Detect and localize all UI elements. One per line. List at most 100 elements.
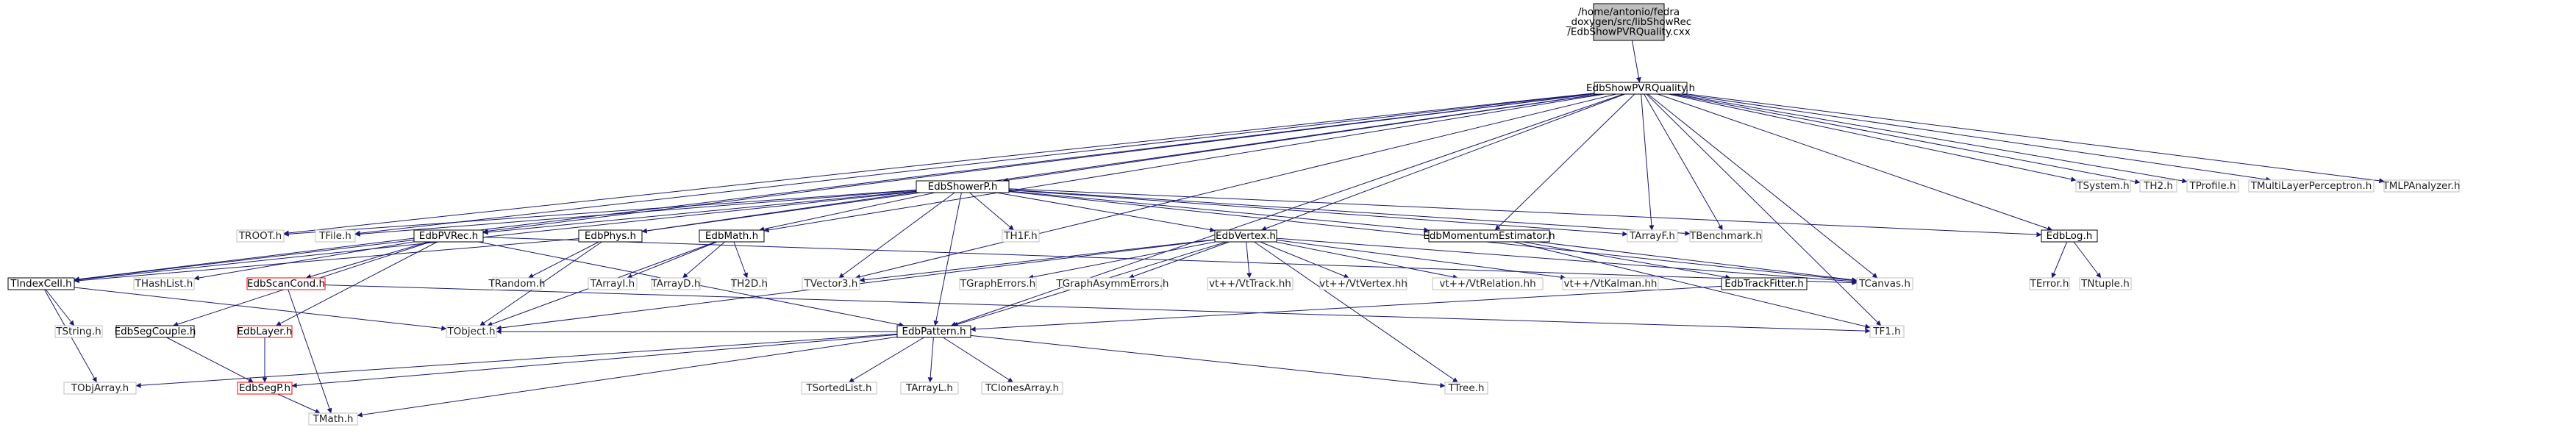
edge-vertex-to-tgrapherr <box>1028 241 1216 280</box>
edge-vertex-to-tgraphasym <box>1128 241 1230 279</box>
edge-showerp-to-math <box>759 192 935 232</box>
edge-pvrec-to-thashlist <box>193 241 415 281</box>
node-tgraphasym: TGraphAsymmErrors.h <box>1055 277 1169 290</box>
node-pattern[interactable]: EdbPattern.h <box>896 325 971 338</box>
edge-showpvrq-to-tfile <box>354 93 1595 236</box>
edge-segcouple-to-segp <box>166 337 254 383</box>
edge-showerp-to-log <box>1008 188 2042 237</box>
node-log[interactable]: EdbLog.h <box>2041 229 2098 243</box>
node-label: TObjArray.h <box>71 382 129 394</box>
node-tarrayf: TArrayF.h <box>1627 229 1678 243</box>
node-box <box>446 325 497 338</box>
node-scancond[interactable]: EdbScanCond.h <box>246 277 326 290</box>
node-segp[interactable]: EdbSegP.h <box>237 382 293 395</box>
node-label: TArrayI.h <box>590 278 635 290</box>
edge-showpvrq-to-math <box>763 93 1605 233</box>
node-pvrec[interactable]: EdbPVRec.h <box>413 229 484 243</box>
node-phys[interactable]: EdbPhys.h <box>578 229 643 243</box>
node-tcanvas: TCanvas.h <box>1856 277 1913 290</box>
edge-vertex-to-vtrel <box>1275 241 1458 280</box>
node-layer[interactable]: EdbLayer.h <box>237 325 293 338</box>
node-momest[interactable]: EdbMomentumEstimator.h <box>1423 229 1555 243</box>
node-label: TObject.h <box>446 326 495 337</box>
node-box <box>1432 277 1544 290</box>
node-label: TH1F.h <box>1003 230 1037 242</box>
node-box <box>237 382 293 395</box>
edge-showpvrq-to-tf1 <box>1646 93 1882 326</box>
node-terror: TError.h <box>2029 277 2070 290</box>
node-box <box>7 277 75 290</box>
node-vtvertex: vt++/VtVertex.hh <box>1319 277 1407 290</box>
node-tfile: TFile.h <box>315 229 356 243</box>
edge-showerp-to-tarrayf <box>1008 190 1628 237</box>
edge-showpvrq-to-tmlp <box>1680 93 2272 182</box>
node-tmlp: TMultiLayerPerceptron.h <box>2248 179 2375 193</box>
edge-scancond-to-tf1 <box>324 285 1871 334</box>
edge-showpvrq-to-tindexcell <box>74 93 1595 282</box>
node-box <box>2075 179 2131 193</box>
node-label: vt++/VtRelation.hh <box>1439 278 1535 290</box>
edge-pvrec-to-scancond <box>305 241 429 279</box>
node-box <box>63 382 137 395</box>
node-box <box>237 325 293 338</box>
edge-log-to-tntuple <box>2073 241 2102 279</box>
node-math[interactable]: EdbMath.h <box>699 229 765 243</box>
node-label: EdbLog.h <box>2047 230 2093 242</box>
node-label: TROOT.h <box>238 230 282 242</box>
node-box <box>651 277 701 290</box>
edge-showpvrq-to-log <box>1658 93 2053 232</box>
node-trackfitter[interactable]: EdbTrackFitter.h <box>1721 277 1808 290</box>
node-segcouple[interactable]: EdbSegCouple.h <box>115 325 196 338</box>
edge-showpvrq-to-tvector3 <box>854 93 1617 279</box>
node-box <box>959 277 1037 290</box>
edge-showerp-to-phys <box>641 192 921 234</box>
node-th2d: TH2D.h <box>730 277 768 290</box>
node-box <box>246 277 326 290</box>
node-box <box>981 382 1063 395</box>
node-tstring: TString.h <box>54 325 103 338</box>
node-label: vt++/VtKalman.hh <box>1563 278 1657 290</box>
edge-vertex-to-vttrack <box>1246 241 1252 279</box>
edge-tindexcell-to-tobject <box>74 287 447 331</box>
node-box <box>2139 179 2177 193</box>
node-label: TSortedList.h <box>805 382 871 394</box>
edge-root-to-showpvrq <box>1631 40 1641 83</box>
node-vertex[interactable]: EdbVertex.h <box>1214 229 1277 243</box>
edge-showerp-to-pattern <box>933 192 962 326</box>
node-label: TClonesArray.h <box>985 382 1059 394</box>
node-tf1: TF1.h <box>1869 325 1905 338</box>
node-label: EdbSegCouple.h <box>115 326 196 337</box>
edge-showpvrq-to-pvrec <box>482 93 1595 234</box>
edge-showpvrq-to-tsystem <box>1668 93 2077 182</box>
edge-showpvrq-to-tcanvas <box>1647 93 1878 279</box>
node-label: EdbPattern.h <box>902 326 966 337</box>
node-box <box>900 382 959 395</box>
node-box <box>916 180 1010 193</box>
node-box <box>2041 229 2098 243</box>
edge-vertex-to-tvector3 <box>859 239 1216 283</box>
node-box <box>802 277 860 290</box>
edge-showpvrq-to-phys <box>641 93 1600 234</box>
node-box <box>578 229 643 243</box>
node-label: EdbVertex.h <box>1216 230 1276 242</box>
node-label: TString.h <box>55 326 101 337</box>
node-tgrapherr: TGraphErrors.h <box>959 277 1037 290</box>
node-tindexcell[interactable]: TIndexCell.h <box>7 277 75 290</box>
node-root[interactable]: /home/antonio/fedra_doxygen/src/libShowR… <box>1566 3 1691 41</box>
node-box <box>1593 3 1665 41</box>
node-label: TNtuple.h <box>2080 278 2130 290</box>
node-tarrayd: TArrayD.h <box>651 277 701 290</box>
edge-showerp-to-troot <box>283 189 917 237</box>
node-box <box>1207 277 1294 290</box>
edge-pattern-to-tarrayl <box>927 337 934 383</box>
node-tprofile: TProfile.h <box>2186 179 2239 193</box>
node-box <box>1627 229 1678 243</box>
node-showpvrq[interactable]: EdbShowPVRQuality.h <box>1586 82 1695 95</box>
node-label: EdbPhys.h <box>585 230 636 242</box>
node-box <box>1063 277 1163 290</box>
edge-showpvrq-to-vertex <box>1261 93 1625 231</box>
node-showerp[interactable]: EdbShowerP.h <box>916 180 1010 193</box>
node-label: /home/antonio/fedra <box>1578 6 1680 18</box>
edge-showerp-to-tindexcell <box>74 191 917 283</box>
